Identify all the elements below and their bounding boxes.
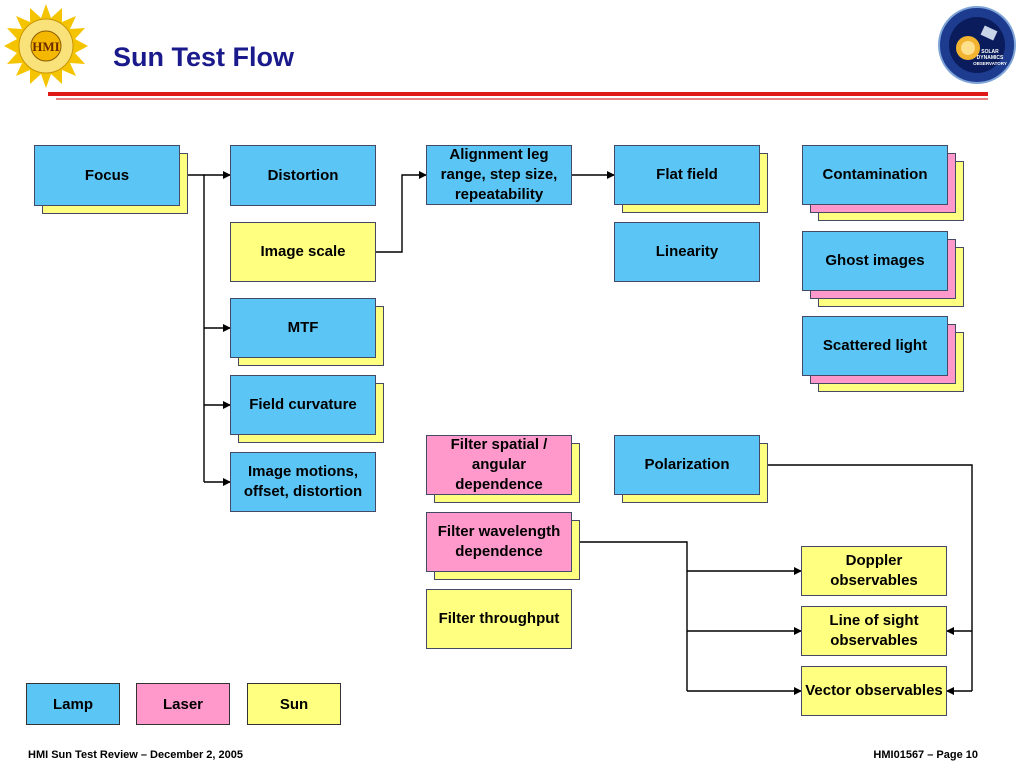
contamination-label: Contamination bbox=[822, 166, 928, 183]
title-rule bbox=[48, 92, 988, 96]
focus-label: Focus bbox=[84, 166, 130, 184]
legend-laser: Laser bbox=[136, 683, 230, 725]
legend-laser-label: Laser bbox=[162, 695, 204, 713]
svg-text:OBSERVATORY: OBSERVATORY bbox=[973, 61, 1007, 66]
image-scale-label: Image scale bbox=[260, 243, 346, 260]
filter-spatial-label: Filter spatial / angular dependence bbox=[450, 436, 548, 493]
linearity-label: Linearity bbox=[655, 243, 719, 260]
connector-imagescale-alignment bbox=[376, 171, 427, 253]
ghost-images-box: Ghost images bbox=[802, 231, 948, 291]
field-curvature-label: Field curvature bbox=[249, 396, 357, 413]
footer-right: HMI01567 – Page 10 bbox=[873, 749, 978, 761]
node-linearity: Linearity bbox=[614, 222, 760, 282]
legend-lamp: Lamp bbox=[26, 683, 120, 725]
image-motions-label: Image motions, offset, distortion bbox=[243, 463, 363, 500]
node-distortion: Distortion bbox=[230, 145, 376, 206]
line-of-sight-label: Line of sight observables bbox=[829, 612, 919, 649]
filter-throughput-label: Filter throughput bbox=[438, 610, 560, 627]
title-rule-secondary bbox=[56, 98, 988, 100]
connector-polarization-trunk bbox=[760, 464, 973, 691]
scattered-light-label: Scattered light bbox=[822, 337, 928, 354]
node-alignment-leg: Alignment leg range, step size, repeatab… bbox=[426, 145, 572, 205]
field-curvature-box: Field curvature bbox=[230, 375, 376, 435]
mtf-box: MTF bbox=[230, 298, 376, 358]
mtf-label: MTF bbox=[287, 319, 319, 336]
node-image-motions: Image motions, offset, distortion bbox=[230, 452, 376, 512]
flat-field-label: Flat field bbox=[656, 166, 718, 183]
sdo-logo-icon: SOLAR DYNAMICS OBSERVATORY bbox=[938, 6, 1016, 84]
svg-text:DYNAMICS: DYNAMICS bbox=[977, 55, 1004, 61]
hmi-logo-icon: HMI bbox=[4, 4, 88, 88]
legend-sun: Sun bbox=[247, 683, 341, 725]
contamination-box: Contamination bbox=[802, 145, 948, 205]
doppler-label: Doppler observables bbox=[830, 552, 918, 589]
node-image-scale: Image scale bbox=[230, 222, 376, 282]
distortion-label: Distortion bbox=[267, 166, 339, 184]
focus-box: Focus bbox=[34, 145, 180, 206]
page-title: Sun Test Flow bbox=[113, 42, 294, 72]
ghost-images-label: Ghost images bbox=[825, 252, 925, 269]
legend-lamp-label: Lamp bbox=[52, 695, 93, 713]
node-filter-throughput: Filter throughput bbox=[426, 589, 572, 649]
connector-wavelength-trunk bbox=[572, 541, 688, 691]
polarization-label: Polarization bbox=[644, 456, 730, 473]
flat-field-box: Flat field bbox=[614, 145, 760, 205]
node-vector-observables: Vector observables bbox=[801, 666, 947, 716]
vector-label: Vector observables bbox=[805, 682, 943, 699]
connector-focus-trunk bbox=[180, 174, 205, 482]
filter-wavelength-box: Filter wavelength dependence bbox=[426, 512, 572, 572]
node-line-of-sight-observables: Line of sight observables bbox=[801, 606, 947, 656]
filter-spatial-box: Filter spatial / angular dependence bbox=[426, 435, 572, 495]
footer-left: HMI Sun Test Review – December 2, 2005 bbox=[28, 749, 243, 761]
legend-sun-label: Sun bbox=[279, 695, 309, 713]
alignment-leg-label: Alignment leg range, step size, repeatab… bbox=[440, 146, 558, 203]
svg-text:HMI: HMI bbox=[32, 39, 59, 54]
svg-text:SOLAR: SOLAR bbox=[981, 49, 999, 55]
filter-wavelength-label: Filter wavelength dependence bbox=[437, 523, 561, 560]
node-doppler-observables: Doppler observables bbox=[801, 546, 947, 596]
scattered-light-box: Scattered light bbox=[802, 316, 948, 376]
polarization-box: Polarization bbox=[614, 435, 760, 495]
